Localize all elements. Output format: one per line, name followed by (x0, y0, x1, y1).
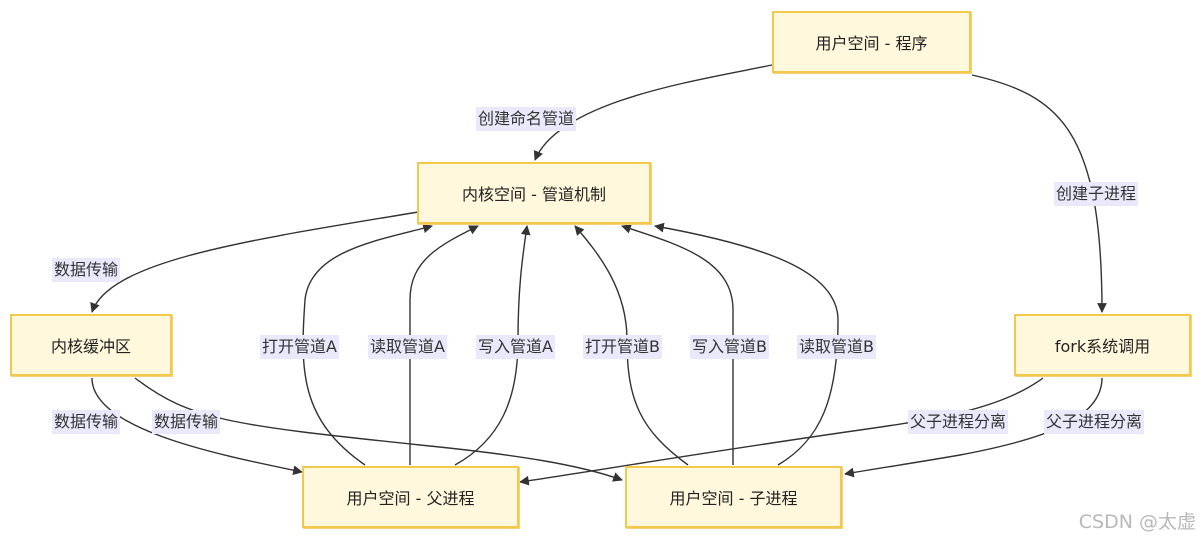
label-write-pipe-a: 写入管道A (476, 335, 555, 359)
node-fork: fork系统调用 (1014, 314, 1191, 376)
label-separate-1: 父子进程分离 (908, 410, 1009, 434)
label-separate-2: 父子进程分离 (1044, 410, 1145, 434)
label-write-pipe-b: 写入管道B (690, 335, 769, 359)
label-create-named-pipe: 创建命名管道 (476, 107, 577, 131)
edge-create-child (971, 74, 1107, 313)
node-child: 用户空间 - 子进程 (625, 466, 842, 528)
label-create-child: 创建子进程 (1054, 182, 1139, 206)
label-read-pipe-a: 读取管道A (368, 335, 447, 359)
node-kernel-buffer: 内核缓冲区 (10, 314, 172, 376)
node-parent: 用户空间 - 父进程 (302, 466, 519, 528)
watermark: CSDN @太虚 (1078, 511, 1196, 533)
label-open-pipe-a: 打开管道A (260, 335, 339, 359)
label-data-transfer-1: 数据传输 (52, 258, 121, 282)
edge-buffer-to-child (134, 377, 623, 482)
edge-open-pipe-a (302, 223, 433, 466)
edge-fork-to-child (844, 377, 1103, 478)
edge-pipe-to-buffer (90, 211, 419, 313)
node-user-program: 用户空间 - 程序 (772, 11, 971, 73)
label-data-transfer-3: 数据传输 (152, 410, 221, 434)
edge-create-named-pipe (533, 64, 773, 161)
edge-read-pipe-b (654, 222, 839, 466)
label-open-pipe-b: 打开管道B (583, 335, 662, 359)
edge-fork-to-parent (519, 377, 1044, 486)
edge-read-pipe-a (409, 225, 479, 465)
edge-buffer-to-parent (91, 377, 303, 476)
label-data-transfer-2: 数据传输 (52, 410, 121, 434)
edge-write-pipe-b (621, 224, 734, 466)
label-read-pipe-b: 读取管道B (797, 335, 876, 359)
node-kernel-pipe: 内核空间 - 管道机制 (417, 162, 651, 224)
